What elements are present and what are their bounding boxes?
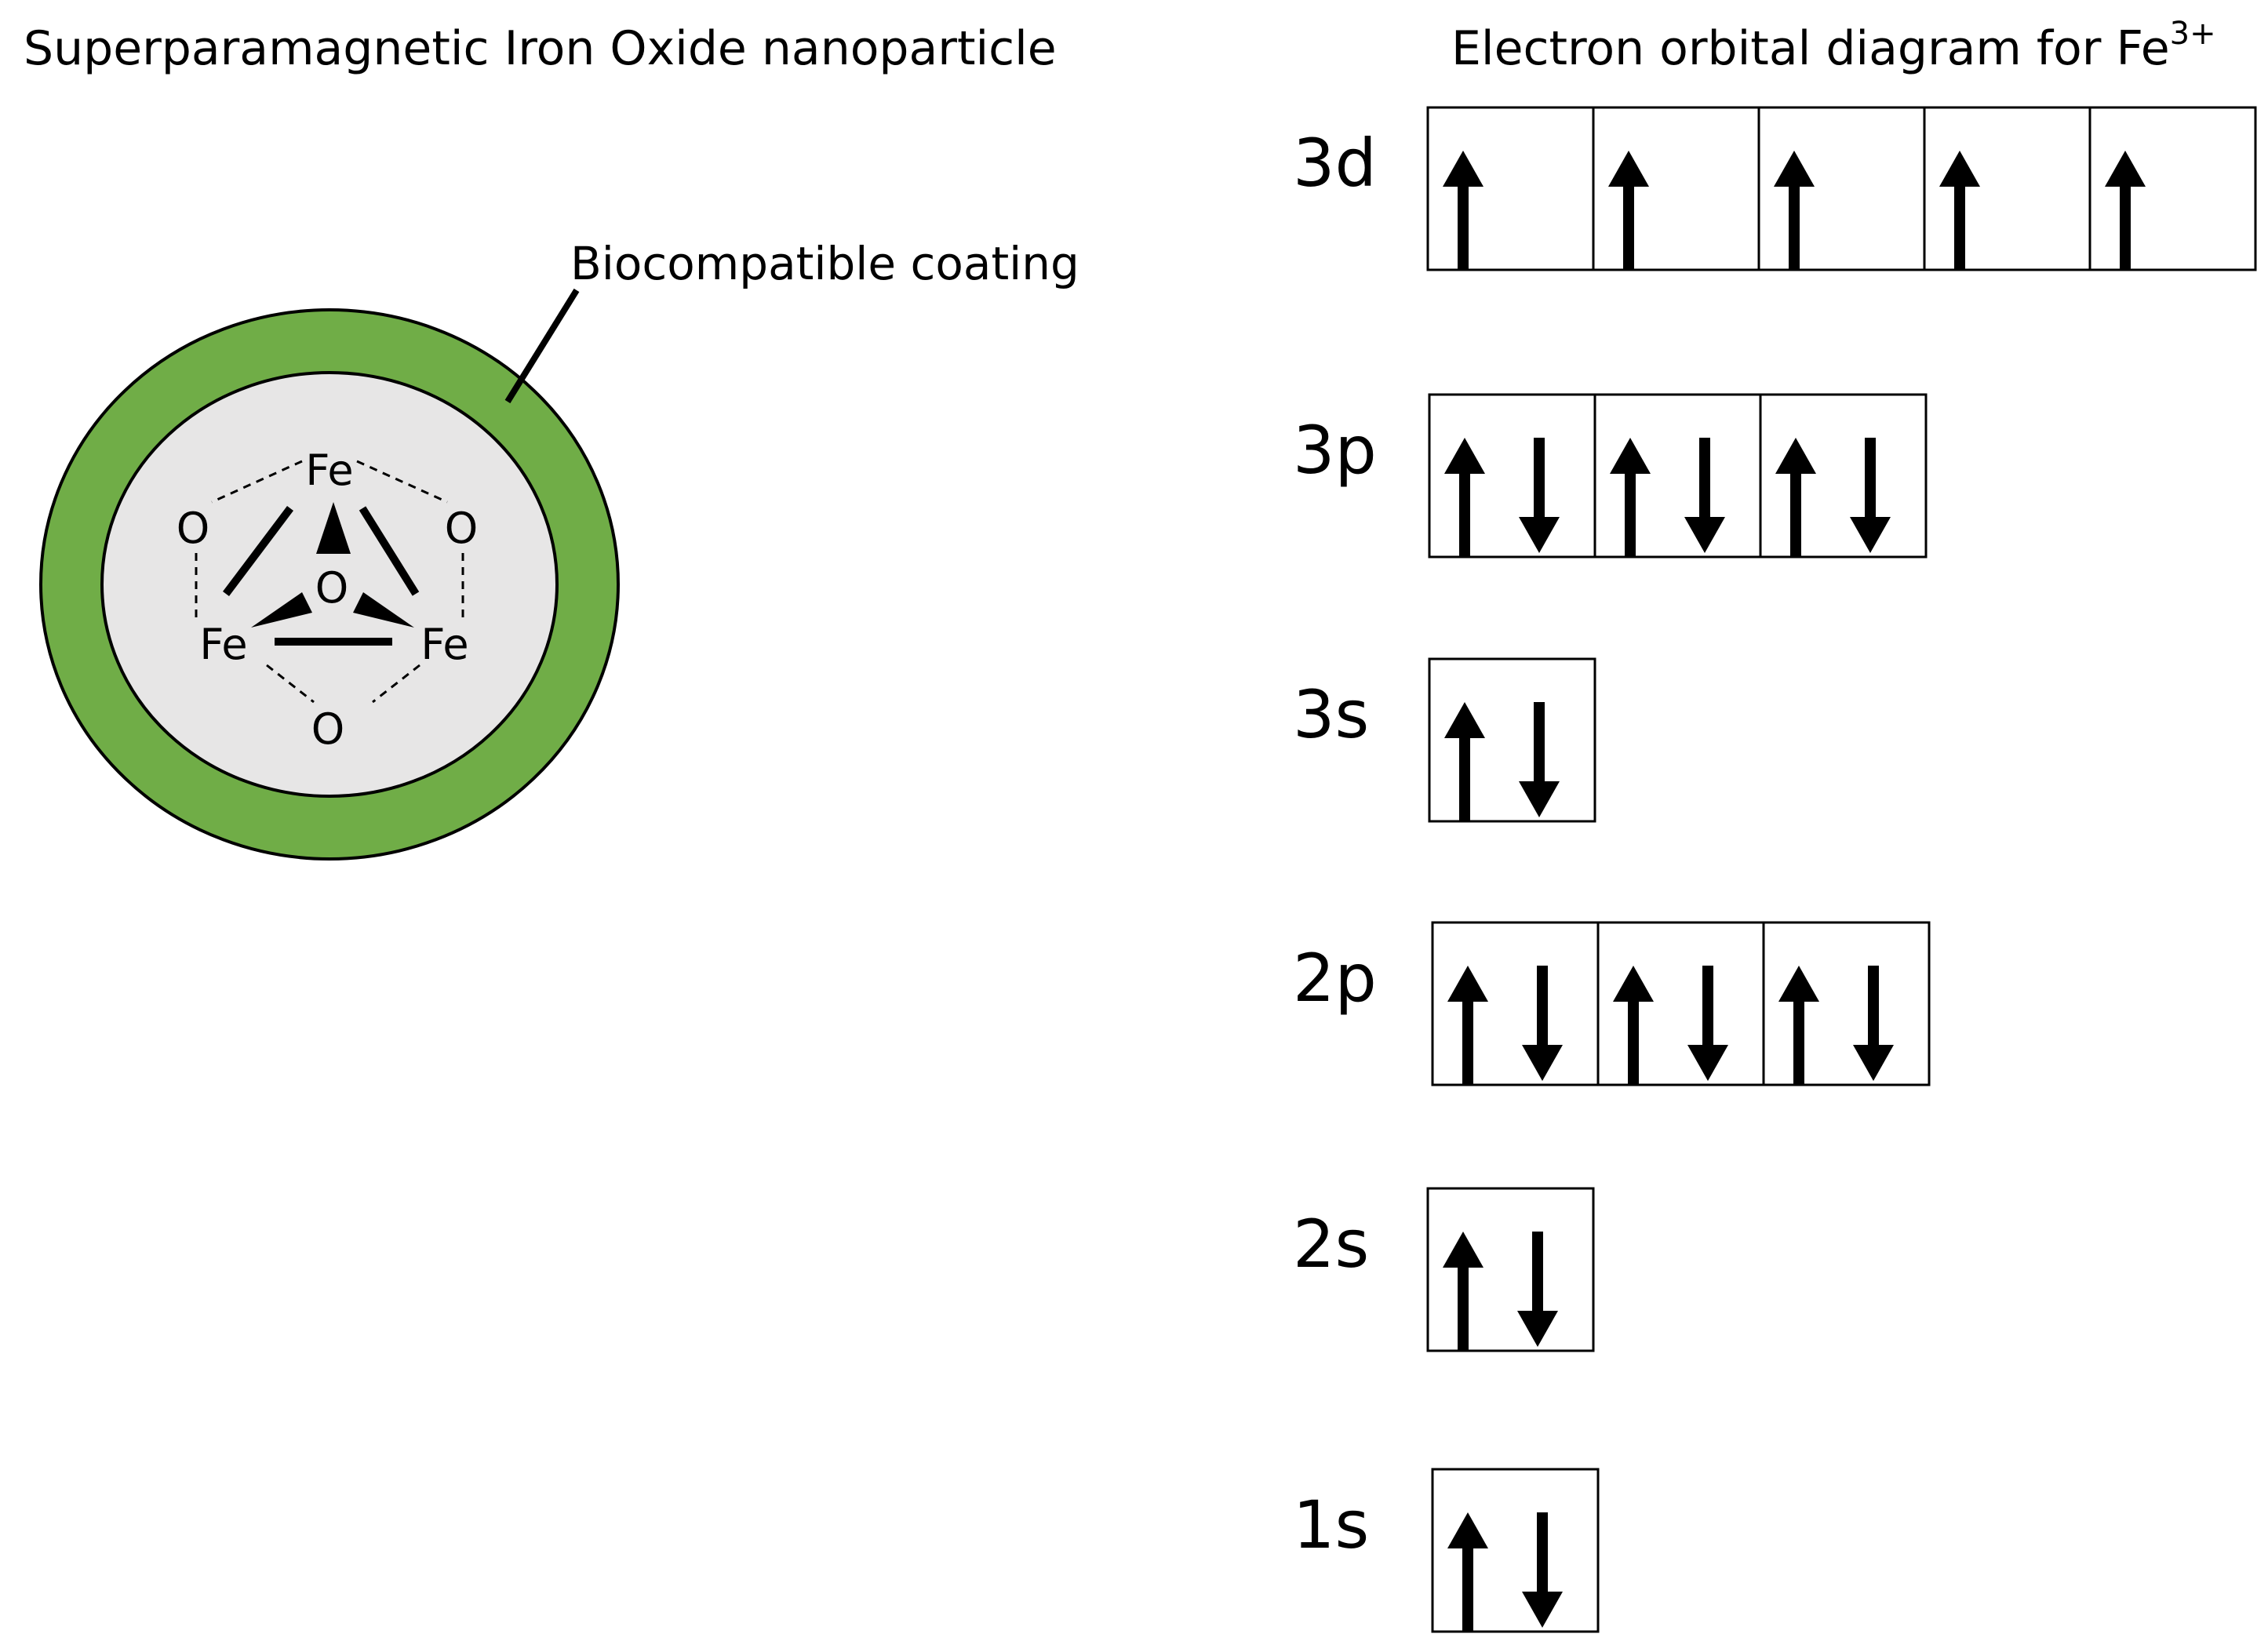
orbital-label-3d: 3d (1293, 125, 1377, 202)
orbital-box (1596, 921, 1765, 1086)
atom-fe-top: Fe (305, 446, 353, 495)
spin-down-arrow (1522, 966, 1563, 1081)
orbital-box (2088, 106, 2257, 271)
spin-down-arrow (1519, 702, 1560, 817)
orbital-box (1757, 106, 1926, 271)
spin-up-arrow (1613, 966, 1654, 1085)
spin-up-arrow (1774, 151, 1815, 270)
orbital-title-superscript: 3+ (2170, 16, 2216, 52)
orbital-box (1431, 1468, 1600, 1633)
atom-fe-left: Fe (199, 620, 247, 669)
orbital-diagram-title: Electron orbital diagram for Fe3+ (1451, 16, 2216, 76)
orbital-row-3p: 3p (1293, 393, 1928, 559)
orbital-box (1762, 921, 1931, 1086)
orbital-box (1923, 106, 2091, 271)
solid-bonds (223, 505, 420, 646)
spin-up-arrow (1939, 151, 1980, 270)
spin-up-arrow (1443, 151, 1483, 270)
orbital-label-2s: 2s (1293, 1206, 1369, 1283)
atom-fe-right: Fe (420, 620, 468, 669)
dashed-bonds (195, 460, 464, 704)
orbital-box (1431, 921, 1600, 1086)
spin-down-arrow (1853, 966, 1894, 1081)
atom-o-left: O (177, 504, 210, 553)
spin-down-arrow (1522, 1512, 1563, 1628)
nanoparticle: Biocompatible coating Fe O O O Fe Fe (39, 237, 1079, 861)
spin-down-arrow (1850, 438, 1891, 553)
spin-down-arrow (1517, 1232, 1558, 1347)
atom-o-right: O (445, 504, 479, 553)
spin-up-arrow (1444, 702, 1485, 821)
orbital-row-2s: 2s (1293, 1187, 1595, 1352)
spin-up-arrow (1775, 438, 1816, 557)
spin-up-arrow (1610, 438, 1651, 557)
coating-label: Biocompatible coating (570, 237, 1079, 290)
orbital-rows: 3d 3p 3s 2p 2s 1s (1293, 106, 2257, 1633)
orbital-box (1759, 393, 1928, 559)
spin-down-arrow (1687, 966, 1728, 1081)
orbital-label-2p: 2p (1293, 940, 1377, 1017)
nanoparticle-title: Superparamagnetic Iron Oxide nanoparticl… (24, 21, 1057, 76)
spin-up-arrow (1778, 966, 1819, 1085)
orbital-box (1426, 1187, 1595, 1352)
spin-up-arrow (2105, 151, 2146, 270)
orbital-box (1592, 106, 1760, 271)
atom-o-bottom: O (311, 704, 345, 754)
orbital-row-2p: 2p (1293, 921, 1931, 1086)
spin-up-arrow (1608, 151, 1649, 270)
spin-down-arrow (1684, 438, 1725, 553)
coating-leader-line (504, 288, 580, 404)
spin-up-arrow (1444, 438, 1485, 557)
orbital-title-main: Electron orbital diagram for Fe (1451, 21, 2170, 76)
orbital-label-1s: 1s (1293, 1486, 1369, 1563)
spin-up-arrow (1443, 1232, 1483, 1351)
orbital-box (1428, 393, 1596, 559)
orbital-row-3s: 3s (1293, 657, 1596, 823)
orbital-box (1593, 393, 1762, 559)
iron-oxide-core (100, 371, 559, 798)
wedge-bonds (251, 502, 414, 628)
orbital-row-1s: 1s (1293, 1468, 1600, 1633)
orbital-label-3s: 3s (1293, 676, 1369, 753)
spin-up-arrow (1447, 966, 1488, 1085)
orbital-box (1426, 106, 1595, 271)
spin-down-arrow (1519, 438, 1560, 553)
orbital-row-3d: 3d (1293, 106, 2257, 271)
orbital-label-3p: 3p (1293, 412, 1377, 489)
atom-o-center: O (315, 563, 349, 613)
orbital-box (1428, 657, 1596, 823)
spin-up-arrow (1447, 1512, 1488, 1632)
